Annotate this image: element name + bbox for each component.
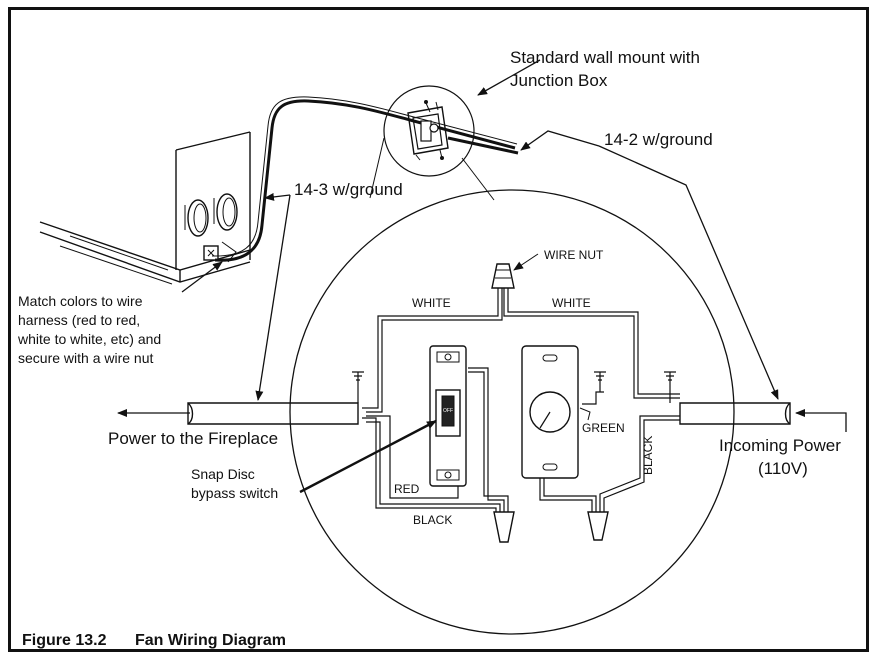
knockout-hole-1 [187,199,209,237]
arrow-14-3-fireplace [255,194,291,401]
label-black-bottom: BLACK [413,513,452,527]
cable-14-2-stub [447,136,519,155]
label-green: GREEN [582,421,625,435]
switch-off-label: OFF [443,408,453,414]
arrow-14-3-cable [264,192,291,201]
label-match-colors-line4: secure with a wire nut [18,350,154,366]
arrow-power-in [795,409,847,432]
wire-nut-bottom-left [493,511,515,543]
label-red: RED [394,482,420,496]
knockout-hole-2 [216,193,238,231]
arrow-wire-nut [513,253,539,271]
cable-power-to-fireplace [187,402,359,425]
ground-symbol-middle [594,371,606,392]
fan-speed-control[interactable] [521,345,579,479]
label-black-right: BLACK [641,436,655,475]
switch-wires [362,367,509,512]
label-power-to-fireplace: Power to the Fireplace [108,429,278,448]
label-junction-box-line2: Junction Box [510,71,608,90]
label-snap-disc-line2: bypass switch [191,485,278,501]
control-wires [539,391,680,512]
label-wire-nut: WIRE NUT [544,248,604,262]
label-junction-box-line1: Standard wall mount with [510,48,700,67]
label-incoming-power-line2: (110V) [758,459,808,478]
arrow-snap-disc [299,419,437,494]
arrow-14-2-cable [520,130,600,151]
label-white-left: WHITE [412,296,451,310]
arrow-junction-box [477,59,541,96]
arrow-14-2-incoming [598,145,779,400]
label-snap-disc-line1: Snap Disc [191,466,255,482]
label-incoming-power-line1: Incoming Power [719,436,841,455]
white-wires [362,288,680,413]
fireplace-unit [39,131,251,285]
wiring-detail-circle [289,189,735,635]
label-white-right: WHITE [552,296,591,310]
figure-caption: Figure 13.2 Fan Wiring Diagram [22,632,286,649]
label-14-2-ground: 14-2 w/ground [604,130,713,149]
wire-nut-bottom-right [587,511,609,541]
cable-14-3 [214,99,516,262]
label-match-colors-line1: Match colors to wire [18,293,143,309]
arrow-match-colors [181,261,223,293]
label-match-colors-line2: harness (red to red, [18,312,140,328]
label-match-colors-line3: white to white, etc) and [17,331,161,347]
snap-disc-bypass-switch[interactable]: OFF [429,345,467,487]
figure-title: Fan Wiring Diagram [135,632,286,649]
cable-incoming-power [679,402,791,425]
figure-number: Figure 13.2 [22,632,107,649]
ground-symbol-left [352,371,364,403]
wire-nut-top [491,263,515,289]
label-14-3-ground: 14-3 w/ground [294,180,403,199]
junction-box-detail [383,85,475,177]
